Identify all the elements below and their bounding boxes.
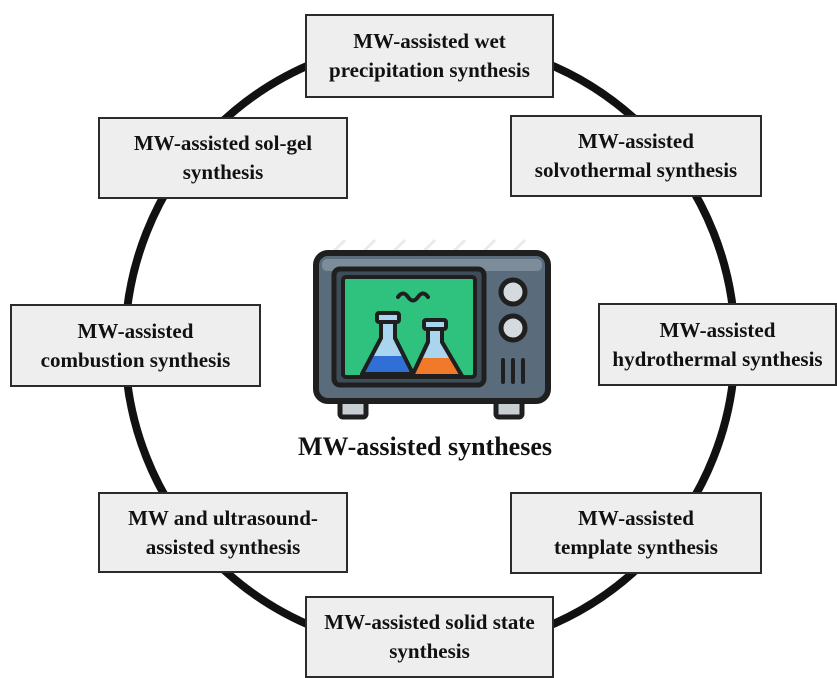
method-label-line: MW-assisted wet (353, 29, 506, 53)
method-label-line: combustion synthesis (40, 347, 231, 372)
method-box-solid-state: MW-assisted solid state synthesis (305, 596, 554, 678)
method-label-line: MW and ultrasound- (128, 505, 318, 530)
oven-knob-bottom (498, 313, 528, 343)
method-box-ultrasound: MW and ultrasound- assisted synthesis (98, 492, 348, 573)
method-label-line: MW-assisted (578, 506, 694, 530)
method-label-line: solvothermal synthesis (534, 158, 738, 182)
method-box-sol-gel: MW-assisted sol-gel synthesis (98, 117, 348, 199)
method-label-line: synthesis (182, 160, 264, 184)
oven-vent (501, 358, 525, 384)
method-box-solvothermal: MW-assisted solvothermal synthesis (510, 115, 762, 197)
method-label-line: MW-assisted (77, 318, 194, 343)
method-label-line: assisted synthesis (145, 534, 301, 559)
flask-orange-icon (410, 318, 464, 378)
microwave-oven-icon (313, 238, 551, 420)
oven-knob-top (498, 277, 528, 307)
method-box-wet-precipitation: MW-assisted wet precipitation synthesis (305, 14, 554, 98)
center-title: MW-assisted syntheses (298, 432, 552, 461)
method-label-line: MW-assisted (578, 129, 694, 153)
method-label-line: precipitation synthesis (329, 58, 530, 82)
method-box-hydrothermal: MW-assisted hydrothermal synthesis (598, 303, 837, 386)
method-label-line: MW-assisted (659, 317, 776, 342)
method-label-line: MW-assisted solid state (324, 610, 535, 634)
method-box-template: MW-assisted template synthesis (510, 492, 762, 574)
method-label-line: synthesis (389, 639, 470, 663)
method-label-line: MW-assisted sol-gel (133, 131, 313, 155)
method-label-line: template synthesis (554, 535, 718, 559)
method-box-combustion: MW-assisted combustion synthesis (10, 304, 261, 387)
method-label-line: hydrothermal synthesis (612, 346, 823, 371)
